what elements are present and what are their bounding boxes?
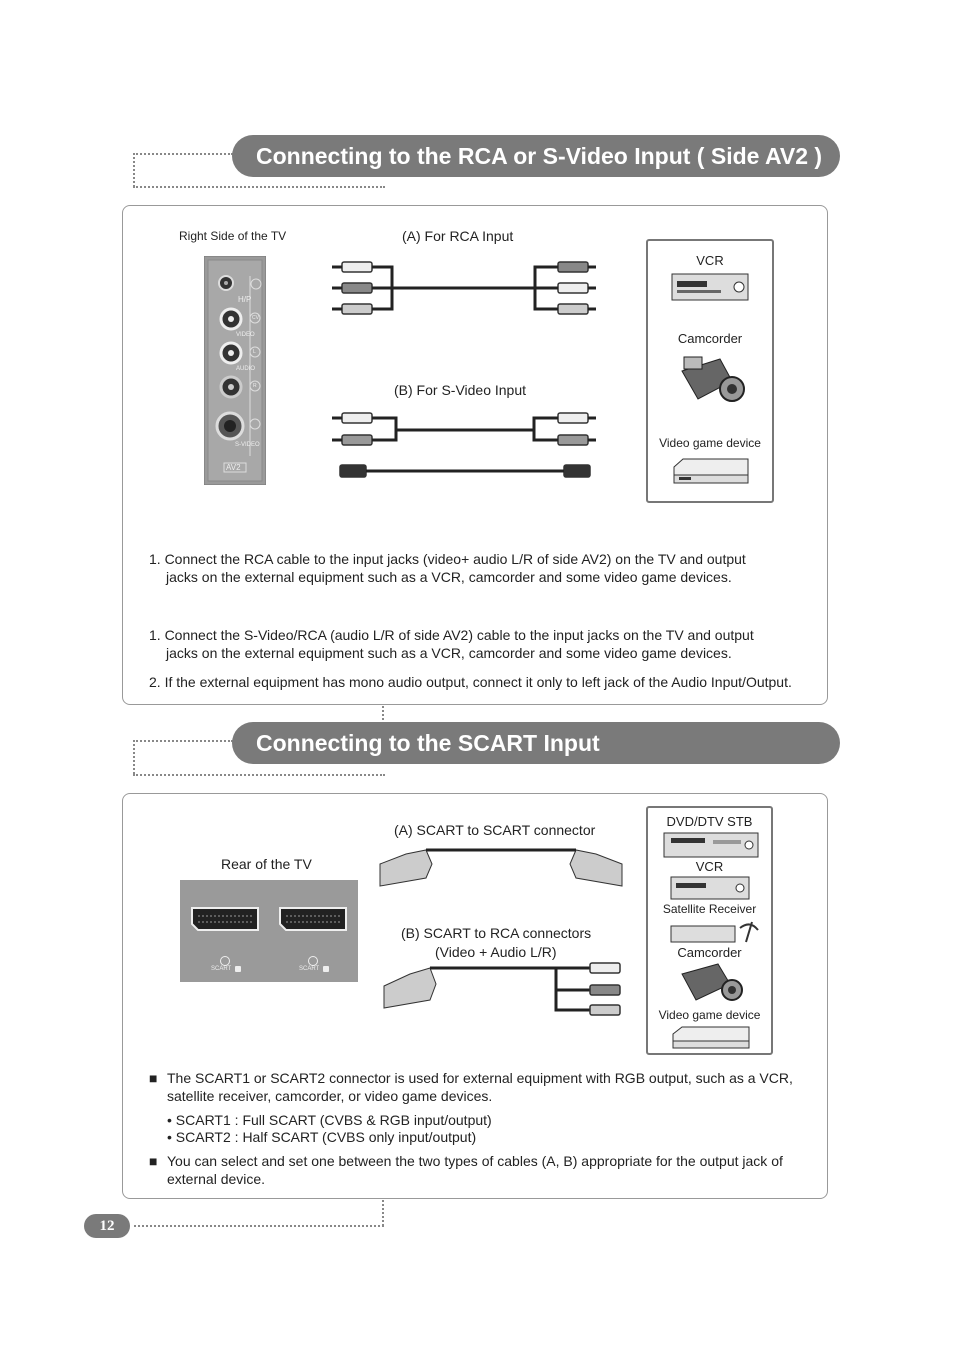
bullet-icon: ■ xyxy=(149,1070,158,1086)
device-camcorder-label: Camcorder xyxy=(677,331,743,346)
cv-label: CV xyxy=(252,315,259,321)
device-game-label: Video game device xyxy=(659,436,761,450)
svideo-step-2: 2. If the external equipment has mono au… xyxy=(149,674,792,690)
r-label: R xyxy=(253,383,257,389)
svideo-step-1b: jacks on the external equipment such as … xyxy=(166,645,732,661)
scart-bullet-2a: You can select and set one between the t… xyxy=(167,1153,783,1169)
section-title-rca: Connecting to the RCA or S-Video Input (… xyxy=(232,135,840,177)
dotted-rule xyxy=(133,740,135,774)
camcorder2-icon xyxy=(681,963,743,1001)
rca-cable-illustration xyxy=(332,261,596,315)
scart-cable-a-label: (A) SCART to SCART connector xyxy=(394,822,596,838)
scart2-label: SCART xyxy=(299,966,320,972)
scart2-note: • SCART2 : Half SCART (CVBS only input/o… xyxy=(167,1129,477,1145)
scart1-note: • SCART1 : Full SCART (CVBS & RGB input/… xyxy=(167,1112,492,1128)
page-number: 12 xyxy=(84,1214,130,1238)
scart-to-rca-illustration xyxy=(383,962,621,1016)
satellite-receiver-icon xyxy=(670,921,759,943)
scart1-label: SCART xyxy=(211,966,232,972)
bullet-icon: ■ xyxy=(149,1153,158,1169)
dotted-rule xyxy=(133,153,233,155)
scart1-badge xyxy=(235,966,241,972)
devices-box-rca: VCR Camcorder Video game device xyxy=(646,239,774,503)
hp-label: H/P xyxy=(238,295,252,304)
device-camcorder2-label: Camcorder xyxy=(677,945,742,960)
dvd-icon xyxy=(663,832,759,858)
audio-label: AUDIO xyxy=(236,366,256,372)
vcr2-icon xyxy=(670,876,750,900)
dotted-rule xyxy=(382,706,384,724)
cable-a-label: (A) For RCA Input xyxy=(402,228,514,244)
section-title-scart: Connecting to the SCART Input xyxy=(232,722,840,764)
tv-rear-panel: SCART SCART xyxy=(180,880,358,982)
scart-to-scart-illustration xyxy=(379,848,623,887)
scart-cable-b-label-1: (B) SCART to RCA connectors xyxy=(401,925,592,941)
scart-sockets xyxy=(191,907,347,931)
tv-side-panel-art xyxy=(203,255,267,486)
tv-rear-label: Rear of the TV xyxy=(221,856,312,872)
cable-b-label: (B) For S-Video Input xyxy=(394,382,527,398)
svideo-instructions: 1. Connect the S-Video/RCA (audio L/R of… xyxy=(149,626,809,662)
device-vcr2-label: VCR xyxy=(695,859,724,874)
scart-bullet-1b: satellite receiver, camcorder, or video … xyxy=(167,1088,493,1104)
devices-box-scart: DVD/DTV STB VCR Satellite Receiver Camco… xyxy=(646,806,773,1055)
game-device-icon xyxy=(673,458,749,484)
dotted-rule xyxy=(133,740,233,742)
svideo-label: S-VIDEO xyxy=(235,442,260,448)
rca-instructions: 1. Connect the RCA cable to the input ja… xyxy=(149,550,809,586)
rca-step-1b: jacks on the external equipment such as … xyxy=(166,569,732,585)
av2-label: AV2 xyxy=(226,463,241,472)
svideo-step-1a: 1. Connect the S-Video/RCA (audio L/R of… xyxy=(149,627,754,643)
dotted-rule xyxy=(133,186,385,188)
dotted-rule xyxy=(133,774,385,776)
tv-side-label: Right Side of the TV xyxy=(179,229,287,243)
device-game2-label: Video game device xyxy=(658,1008,761,1022)
scart-bullet-1: The SCART1 or SCART2 connector is used f… xyxy=(167,1069,817,1105)
scart-bullet-2b: external device. xyxy=(167,1171,266,1187)
l-label: L xyxy=(253,349,256,355)
dotted-rule xyxy=(134,1225,384,1227)
tv-side-panel: H/P VIDEO AUDIO S-VIDEO AV2 CV L R xyxy=(203,255,267,486)
dotted-rule xyxy=(133,153,135,187)
scart2-symbol xyxy=(308,956,318,966)
scart-bullet-1a: The SCART1 or SCART2 connector is used f… xyxy=(167,1070,793,1086)
scart-bullet-2: You can select and set one between the t… xyxy=(167,1152,817,1188)
scart2-badge xyxy=(323,966,329,972)
vcr-icon xyxy=(671,273,749,301)
device-dvd-label: DVD/DTV STB xyxy=(666,814,753,829)
rca-step-1a: 1. Connect the RCA cable to the input ja… xyxy=(149,551,746,567)
game-device2-icon xyxy=(672,1026,750,1049)
device-vcr-label: VCR xyxy=(696,253,724,268)
device-satellite-label: Satellite Receiver xyxy=(662,902,757,916)
video-label: VIDEO xyxy=(236,332,255,338)
scart1-symbol xyxy=(220,956,230,966)
camcorder-icon xyxy=(681,356,745,402)
svideo-cable-illustration xyxy=(332,412,596,478)
scart-cable-b-label-2: (Video + Audio L/R) xyxy=(435,944,557,960)
dotted-rule xyxy=(382,1200,384,1226)
